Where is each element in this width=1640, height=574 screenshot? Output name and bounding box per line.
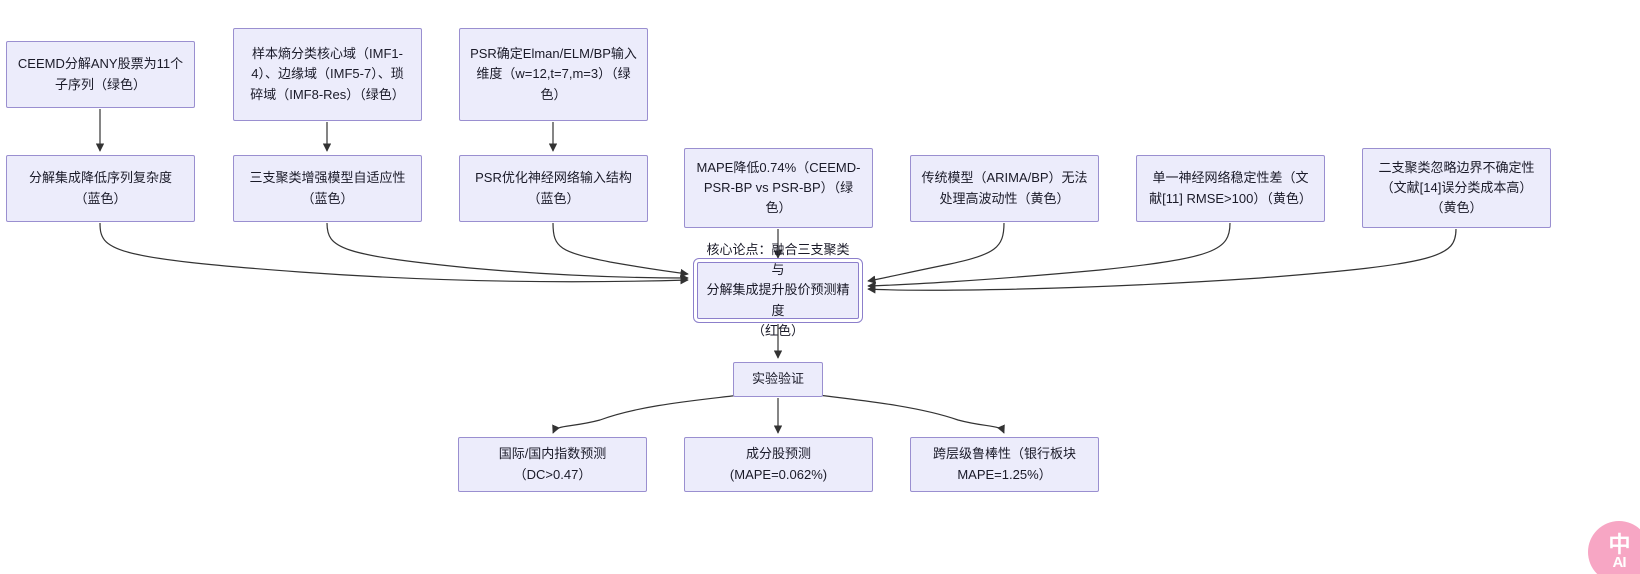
node-single-network-instability[interactable]: 单一神经网络稳定性差（文 献[11] RMSE>100）（黄色） [1136, 155, 1325, 222]
node-traditional-model-limitation[interactable]: 传统模型（ARIMA/BP）无法 处理高波动性（黄色） [910, 155, 1099, 222]
watermark-badge: 中 AI [1588, 521, 1640, 574]
node-result-constituent-stock-prediction[interactable]: 成分股预测 (MAPE=0.062%) [684, 437, 873, 492]
node-label: 三支聚类增强模型自适应性 （蓝色） [249, 170, 406, 206]
node-label: 传统模型（ARIMA/BP）无法 处理高波动性（黄色） [921, 170, 1088, 206]
node-psr-input-dimension[interactable]: PSR确定Elman/ELM/BP输入 维度（w=12,t=7,m=3）（绿 色… [459, 28, 648, 121]
watermark-text: 中 AI [1608, 532, 1630, 572]
node-label: 核心论点：融合三支聚类与 分解集成提升股价预测精度 （红色） [706, 242, 850, 338]
node-label: 二支聚类忽略边界不确定性 （文献[14]误分类成本高） （黄色） [1378, 159, 1535, 216]
edge-n10-core [867, 228, 1457, 294]
edge-exp-r1 [552, 394, 741, 434]
node-label: CEEMD分解ANY股票为11个 子序列（绿色） [17, 56, 184, 92]
node-label: 分解集成降低序列复杂度 （蓝色） [28, 170, 172, 206]
node-label: PSR优化神经网络输入结构 （蓝色） [475, 170, 632, 206]
node-label: 跨层级鲁棒性（银行板块 MAPE=1.25%） [932, 446, 1076, 482]
node-three-way-clustering-adaptivity[interactable]: 三支聚类增强模型自适应性 （蓝色） [233, 155, 422, 222]
watermark-line1: 中 [1608, 532, 1630, 558]
node-result-cross-level-robustness[interactable]: 跨层级鲁棒性（银行板块 MAPE=1.25%） [910, 437, 1099, 492]
node-label: MAPE降低0.74%（CEEMD- PSR-BP vs PSR-BP）（绿 色… [696, 159, 861, 216]
edge-n8-core [867, 222, 1005, 284]
edge-n4-core [99, 222, 689, 285]
watermark-line2: AI [1612, 554, 1626, 572]
node-mape-reduction[interactable]: MAPE降低0.74%（CEEMD- PSR-BP vs PSR-BP）（绿 色… [684, 148, 873, 228]
edge-exp-r3 [817, 394, 1005, 434]
node-label: 样本熵分类核心域（IMF1- 4）、边缘域（IMF5-7）、琐 碎域（IMF8-… [250, 46, 405, 102]
node-label: 成分股预测 (MAPE=0.062%) [729, 446, 828, 482]
node-sample-entropy-classification[interactable]: 样本熵分类核心域（IMF1- 4）、边缘域（IMF5-7）、琐 碎域（IMF8-… [233, 28, 422, 121]
node-result-index-prediction[interactable]: 国际/国内指数预测 （DC>0.47） [458, 437, 647, 492]
node-label: PSR确定Elman/ELM/BP输入 维度（w=12,t=7,m=3）（绿 色… [470, 46, 637, 102]
node-label: 单一神经网络稳定性差（文 献[11] RMSE>100）（黄色） [1149, 170, 1312, 206]
edge-n9-core [867, 222, 1231, 290]
node-experimental-validation[interactable]: 实验验证 [733, 362, 823, 397]
edge-n6-core [552, 222, 689, 278]
node-two-way-clustering-limitation[interactable]: 二支聚类忽略边界不确定性 （文献[14]误分类成本高） （黄色） [1362, 148, 1551, 228]
node-label: 国际/国内指数预测 （DC>0.47） [498, 446, 607, 482]
node-core-claim[interactable]: 核心论点：融合三支聚类与 分解集成提升股价预测精度 （红色） [693, 242, 863, 338]
node-psr-optimizes-network-input[interactable]: PSR优化神经网络输入结构 （蓝色） [459, 155, 648, 222]
node-ceemd-decomposition[interactable]: CEEMD分解ANY股票为11个 子序列（绿色） [6, 41, 195, 108]
node-label: 实验验证 [751, 371, 804, 387]
edge-n5-core [326, 222, 689, 283]
node-decomposition-reduces-complexity[interactable]: 分解集成降低序列复杂度 （蓝色） [6, 155, 195, 222]
